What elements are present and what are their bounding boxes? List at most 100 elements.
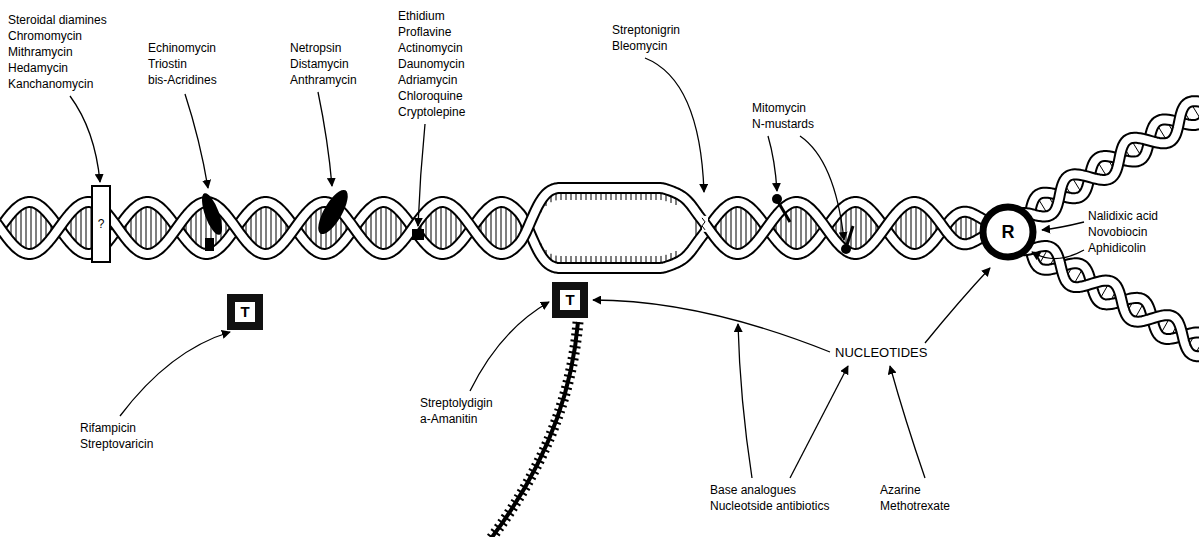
base-pair xyxy=(966,217,967,240)
pointer-arrow xyxy=(1042,222,1084,230)
base-pair xyxy=(201,208,202,248)
base-pair xyxy=(576,256,577,263)
base-pair xyxy=(261,208,262,249)
base-pair xyxy=(141,209,142,248)
base-pair xyxy=(501,207,502,249)
base-pair xyxy=(586,256,587,263)
base-pair xyxy=(611,256,612,263)
base-pair xyxy=(601,193,602,200)
base-pair xyxy=(586,193,587,200)
pointer-arrow xyxy=(645,58,704,192)
pointer-arrow xyxy=(925,268,990,343)
intercalator-mark xyxy=(412,229,424,240)
base-pair xyxy=(381,207,382,249)
pointer-arrow xyxy=(318,92,332,186)
base-pair xyxy=(31,207,32,249)
groove-binder-blob xyxy=(313,186,354,238)
bisintercalator-blob xyxy=(198,191,226,237)
base-pair xyxy=(731,209,732,248)
base-pair xyxy=(16,213,17,242)
base-pair xyxy=(1039,200,1046,211)
crosslink xyxy=(772,194,782,204)
base-pair xyxy=(806,210,807,245)
base-pair xyxy=(576,193,577,200)
base-pair xyxy=(641,256,642,263)
base-pair xyxy=(581,256,582,263)
base-pair xyxy=(746,210,747,247)
strand-ribbon xyxy=(1000,232,1199,356)
base-pair xyxy=(391,209,392,247)
base-pair xyxy=(1133,143,1140,154)
base-pair xyxy=(916,207,917,249)
base-pair xyxy=(866,211,867,245)
base-pair xyxy=(511,210,512,245)
base-pair xyxy=(1193,106,1199,117)
base-pair xyxy=(736,207,737,249)
rna-transcript xyxy=(486,322,578,537)
base-pair xyxy=(376,209,377,247)
base-pair xyxy=(646,193,647,200)
base-pair xyxy=(926,212,927,245)
base-pair xyxy=(491,211,492,245)
base-pair xyxy=(571,256,572,263)
base-pair xyxy=(566,256,567,263)
base-pair xyxy=(496,208,497,248)
strand-outline xyxy=(1000,232,1199,356)
base-pair xyxy=(726,212,727,245)
base-pair xyxy=(1101,285,1108,297)
drug-name: Hedamycin xyxy=(8,60,68,76)
base-pair xyxy=(1136,305,1143,317)
base-pair xyxy=(621,256,622,263)
drug-name: NUCLEOTIDES xyxy=(835,345,927,361)
pointer-arrow xyxy=(790,366,848,478)
bisintercalator-blob xyxy=(205,238,214,251)
drug-name: a-Amanitin xyxy=(420,411,477,427)
base-pair xyxy=(1158,127,1165,138)
base-pair xyxy=(271,208,272,248)
drug-name: Proflavine xyxy=(398,24,451,40)
base-pair xyxy=(86,207,87,249)
base-pair xyxy=(861,208,862,248)
drug-name: Bleomycin xyxy=(612,38,667,54)
rna-backbone xyxy=(486,322,578,537)
base-pair xyxy=(1197,340,1199,352)
base-pair xyxy=(591,193,592,200)
base-pair xyxy=(446,207,447,248)
base-pair xyxy=(796,207,797,249)
strand-ribbon xyxy=(0,188,1000,254)
drug-name: Steroidal diamines xyxy=(8,12,107,28)
base-pair xyxy=(741,207,742,248)
base-pair xyxy=(626,193,627,200)
drug-name: Mithramycin xyxy=(8,44,73,60)
pointer-arrow xyxy=(593,300,830,352)
base-pair xyxy=(621,193,622,200)
base-pair xyxy=(846,210,847,245)
base-pair xyxy=(196,211,197,245)
base-pair xyxy=(921,209,922,248)
base-pair xyxy=(591,256,592,263)
pointer-arrow xyxy=(1032,250,1084,259)
base-pair xyxy=(631,256,632,263)
drug-name: bis-Acridines xyxy=(148,72,217,88)
dna-strands xyxy=(0,94,1199,357)
drug-name: Chloroquine xyxy=(398,88,463,104)
base-pair xyxy=(456,213,457,242)
drug-name: Chromomycin xyxy=(8,28,82,44)
base-pair xyxy=(651,256,652,263)
base-pair xyxy=(646,256,647,263)
base-pair xyxy=(641,193,642,200)
pointer-arrow xyxy=(185,94,208,188)
drug-name: Daunomycin xyxy=(398,56,465,72)
base-pair xyxy=(311,213,312,242)
base-pair xyxy=(571,193,572,200)
drug-name: Actinomycin xyxy=(398,40,463,56)
crosslink xyxy=(841,244,851,254)
drug-name: Nucleotside antibiotics xyxy=(710,498,829,514)
base-pair xyxy=(21,210,22,247)
base-pair xyxy=(596,256,597,263)
drug-name: Aphidicolin xyxy=(1088,240,1146,256)
base-pair xyxy=(911,207,912,248)
base-pair xyxy=(901,213,902,242)
base-pair xyxy=(611,193,612,200)
